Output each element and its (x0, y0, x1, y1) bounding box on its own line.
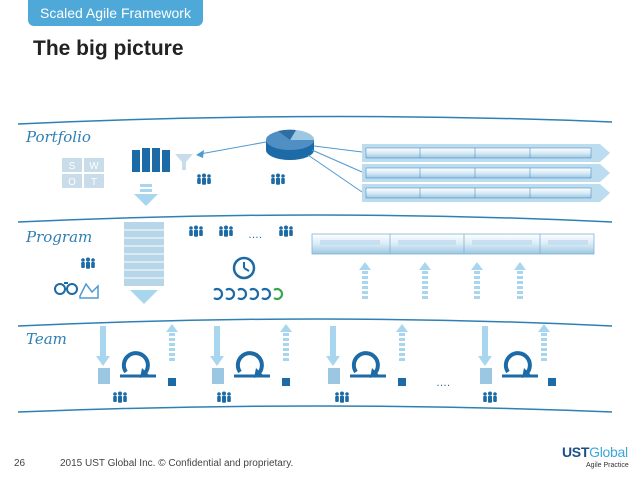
up-arrow (419, 262, 431, 299)
swot-s: S (69, 161, 76, 172)
portfolio-trains (362, 144, 610, 202)
people-icon (189, 225, 203, 237)
logo-brand: UST (562, 444, 590, 460)
logo-subtitle: Agile Practice (586, 462, 629, 469)
up-arrow (514, 262, 526, 299)
connector-arrows (199, 141, 363, 193)
page-number: 26 (14, 458, 26, 469)
swot-grid: S W O T (62, 158, 104, 188)
backlog-stack (124, 222, 164, 304)
team-ellipsis: …. (436, 377, 450, 389)
funnel-icon (175, 154, 193, 170)
pie-chart-icon (266, 129, 315, 160)
up-arrow (471, 262, 483, 299)
copyright-text: 2015 UST Global Inc. © Confidential and … (60, 458, 294, 469)
logo-brand-accent: Global (589, 444, 628, 460)
swot-w: W (89, 161, 99, 172)
lane-line-portfolio (17, 115, 613, 125)
team-unit (326, 324, 408, 403)
swot-o: O (68, 177, 76, 188)
people-icon (219, 225, 233, 237)
logo-main: USTGlobal (562, 444, 628, 460)
people-icon (279, 225, 293, 237)
page-title: The big picture (33, 37, 184, 60)
ust-global-logo: USTGlobal Agile Practice (556, 444, 630, 474)
lane-line-bottom (17, 405, 613, 413)
program-train (311, 233, 595, 255)
lane-label-program: Program (26, 228, 93, 246)
people-icon (197, 173, 211, 185)
people-icon (81, 257, 95, 269)
binoculars-icon (54, 282, 78, 295)
lane-label-team: Team (26, 330, 67, 348)
lane-line-program (17, 214, 613, 223)
team-unit (96, 324, 178, 403)
people-icon (271, 173, 285, 185)
program-ellipsis: …. (248, 229, 262, 241)
team-unit (210, 324, 292, 403)
clock-icon (232, 256, 256, 280)
up-arrow (359, 262, 371, 299)
lane-label-portfolio: Portfolio (26, 128, 91, 146)
iterations-icon (213, 287, 284, 301)
section-tag: Scaled Agile Framework (28, 0, 203, 26)
down-arrow (134, 184, 158, 206)
swot-t: T (91, 177, 97, 188)
kanban-icon (132, 148, 170, 172)
team-unit (478, 324, 556, 403)
lane-line-team (17, 318, 613, 327)
map-icon (79, 282, 99, 299)
